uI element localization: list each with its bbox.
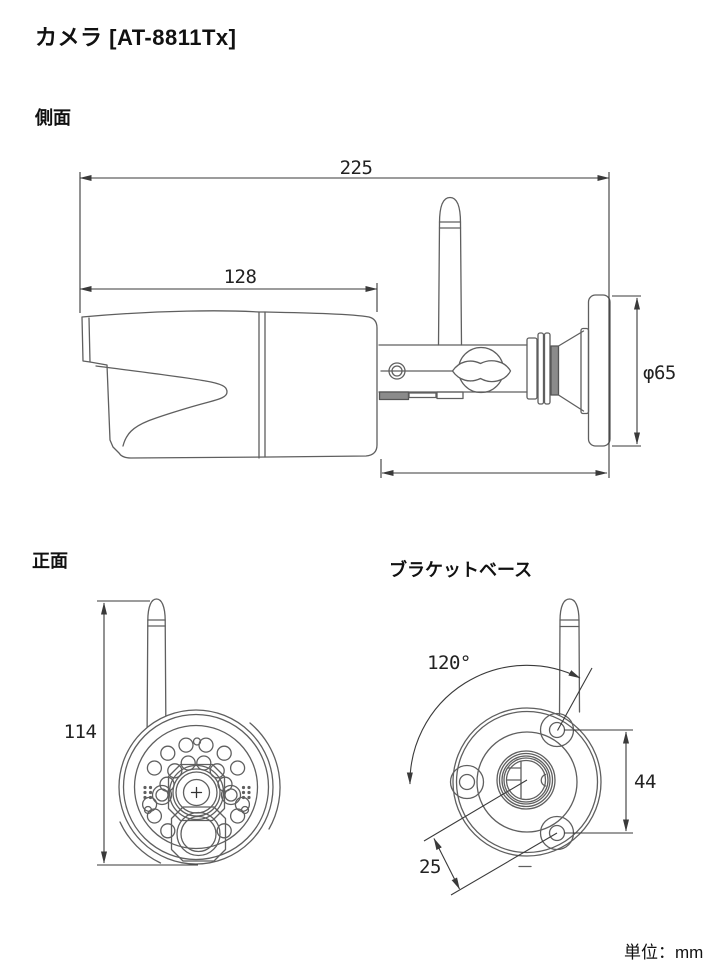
dimension-lines [79,172,641,896]
side-view-drawing [81,196,611,459]
unit-note: 単位：mm [624,943,704,962]
dim-hole-pitch-vertical: 44 [634,771,656,793]
front-view-drawing [118,598,281,865]
dim-body-length: 128 [223,266,257,288]
bracket-base-drawing [449,598,602,868]
front-view-label: 正面 [32,551,68,571]
page-title: カメラ [AT-8811Tx] [35,25,237,50]
side-view-label: 側面 [35,108,71,128]
bracket-base-label: ブラケットベース [389,560,533,580]
dim-hole-pitch-angle: 120° [427,652,471,674]
dim-base-diameter: φ65 [643,362,676,384]
dim-hole-offset: 25 [419,856,441,878]
dim-overall-length: 225 [339,157,373,179]
dim-overall-height: 114 [63,721,97,743]
mic-hole-grid [143,785,251,800]
dim-arc-120 [406,664,581,785]
dim-line-25 [433,837,460,890]
